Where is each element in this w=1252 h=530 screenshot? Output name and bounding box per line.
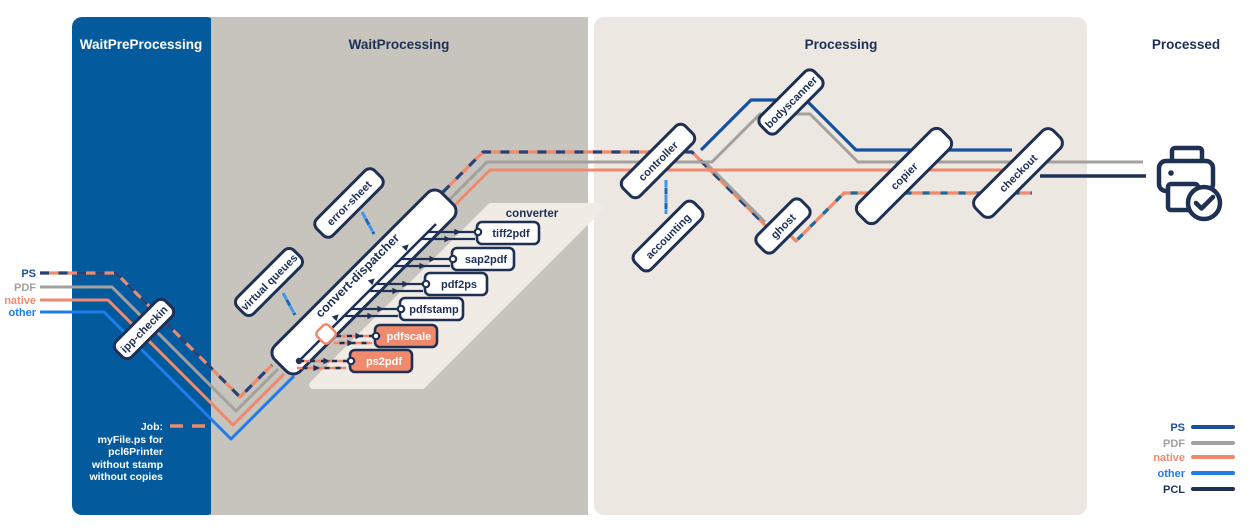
job-note-line: pcl6Printer [108,446,163,458]
section-title-processed: Processed [1152,37,1220,52]
section-title-waitprocessing: WaitProcessing [349,37,450,52]
connector-virtual-queues [281,292,297,316]
printer-led-dot [1168,170,1174,176]
line-other-source [40,310,296,441]
job-note-line: without stamp [91,459,163,471]
node-box [270,188,458,376]
job-note-line: without copies [89,471,164,483]
tool-port [346,356,356,366]
tool-port [421,279,431,289]
connector-virtual-queues-alt [281,292,297,316]
tool-label: pdf2ps [441,279,477,291]
legend-label-other: other [1158,468,1186,480]
tool-label: pdfscale [387,331,432,343]
tool-label: pdfstamp [409,304,459,316]
node-box [313,167,385,239]
tool-pdfscale: pdfscale [371,323,439,349]
line-pdf-source [40,285,280,413]
line-pdf-ghost-branch [703,160,767,224]
printer-done-icon [1156,145,1223,222]
node-box [631,199,705,273]
job-note-line: Job: [141,421,163,433]
tool-label: ps2pdf [366,356,402,368]
node-box [233,246,305,318]
check-mark-icon [1193,194,1216,211]
legend-label-pdf: PDF [1163,438,1185,450]
job-note-line: myFile.ps for [98,434,163,446]
connector-error-sheet [360,211,376,235]
tool-sap2pdf: sap2pdf [448,246,516,272]
line-ps-mid-dash [441,150,772,232]
node-box [972,127,1064,219]
node-box [854,126,954,226]
tool-label: sap2pdf [465,254,508,266]
converter-area-title: converter [506,208,559,220]
node-box [112,297,176,361]
section-title-waitpreprocessing: WaitPreProcessing [80,37,203,52]
job-note: Job: myFile.ps for pcl6Printer without s… [89,421,206,483]
tool-label: tiff2pdf [492,228,530,240]
connector-error-sheet-alt [360,211,376,235]
tool-ps2pdf: ps2pdf [346,348,414,374]
line-native-source [40,298,286,427]
tool-pdfstamp: pdfstamp [396,296,465,322]
dispatcher-internals [295,223,477,372]
stage-panels [72,17,1087,515]
legend-label-native: native [1153,452,1185,464]
panel-processing [594,17,1087,515]
input-label-native: native [4,295,36,307]
input-format-labels: PS PDF native other [4,268,37,319]
line-ps-source-dash [40,271,274,399]
diamond-shape [315,323,337,345]
legend: PS PDF native other PCL [1153,422,1235,496]
node-box [619,122,697,200]
decision-diamond-icon [315,323,337,345]
branch-tiff2pdf-return [394,237,475,266]
section-title-processing: Processing [805,37,878,52]
tool-tiff2pdf: tiff2pdf [473,220,541,246]
line-pdf-main [445,112,1143,204]
line-native-main [448,168,1006,212]
tool-port [473,227,483,237]
tool-port [371,331,381,341]
converter-tools: tiff2pdf sap2pdf pdf2ps pdfstamp pdfscal… [346,220,541,374]
legend-label-ps: PS [1170,422,1185,434]
queue-connectors [281,180,668,316]
input-label-pdf: PDF [14,282,36,294]
input-label-ps: PS [21,268,36,280]
tool-port [448,254,458,264]
tool-port [396,304,406,314]
legend-label-pcl: PCL [1163,484,1185,496]
input-label-other: other [9,307,37,319]
node-box [754,197,812,255]
node-box [757,68,825,136]
tool-pdf2ps: pdf2ps [421,271,489,297]
